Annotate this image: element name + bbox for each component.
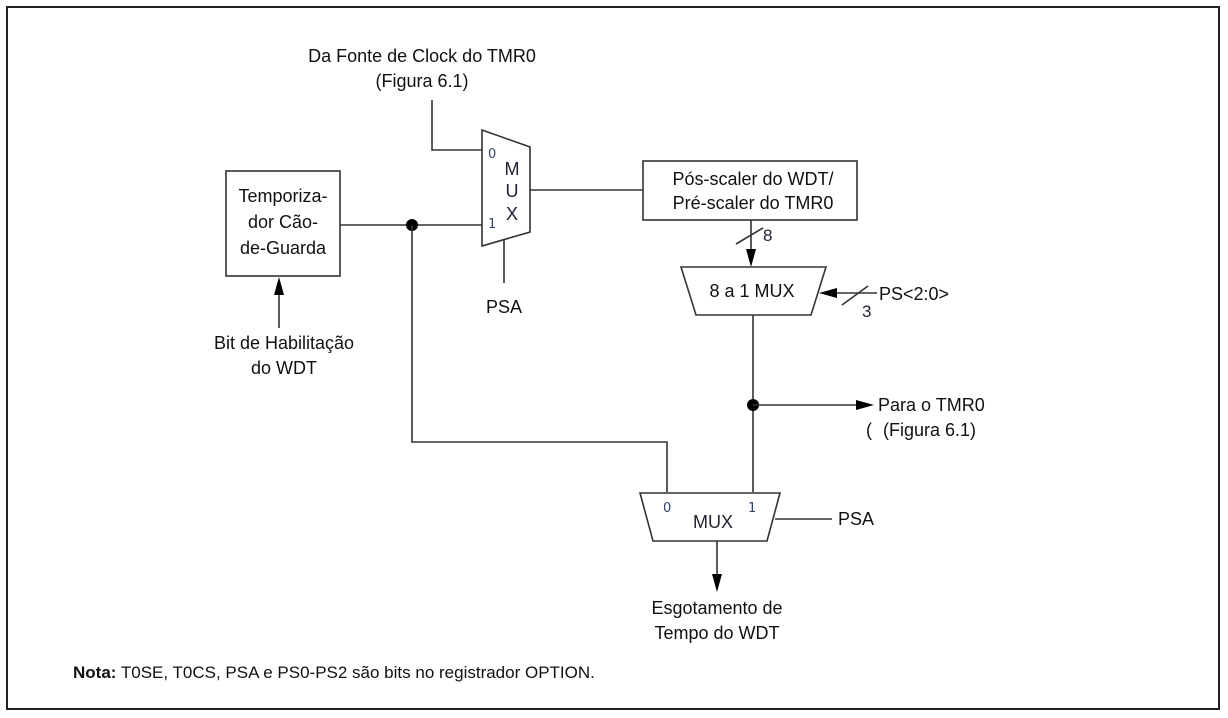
mux-top-letter-x: X [506,204,518,224]
wdt-enable-label-line2: do WDT [251,358,317,378]
to-tmr0-label-line2: (Figura 6.1) [883,420,976,440]
figure-frame [6,6,1220,710]
mux-bottom-label: MUX [693,512,733,532]
mux-top-pin0: 0 [488,147,496,162]
mux-bottom-pin0: 0 [663,501,671,516]
arrow-right-icon [856,400,874,410]
mux-top-letter-u: U [506,181,519,201]
ps-select-label: PS<2:0> [879,284,949,304]
wdt-timer-block [225,170,341,277]
mux-8to1-label: 8 a 1 MUX [709,281,794,301]
prescaler-label-line1: Pós-scaler do WDT/ [672,169,833,189]
footnote-text: T0SE, T0CS, PSA e PS0-PS2 são bits no re… [116,663,594,682]
mux-top [481,128,531,248]
footnote-bold: Nota: [73,663,116,682]
clock-source-label-line1: Da Fonte de Clock do TMR0 [308,46,536,66]
to-tmr0-label-line1: Para o TMR0 [878,395,985,415]
mux-top-letter-m: M [505,159,520,179]
arrow-down-icon [746,249,756,267]
wdt-timer-label-line1: Temporiza- [238,186,327,206]
clock-source-label-line2: (Figura 6.1) [375,71,468,91]
prescaler-label-line2: Pré-scaler do TMR0 [673,193,834,213]
arrow-left-icon [819,288,837,298]
bus-slash-3 [841,285,869,306]
wdt-timer-label-line2: dor Cão- [248,212,318,232]
wdt-timer-label-line3: de-Guarda [240,238,327,258]
arrow-up-icon [274,277,284,295]
mux-8to1 [679,266,828,316]
arrow-down-output-icon [712,574,722,592]
mux-top-select-label: PSA [486,297,522,317]
mux-bottom-pin1: 1 [748,501,756,516]
output-label-line2: Tempo do WDT [654,623,779,643]
to-tmr0-stray-mark: ( [866,420,872,440]
wdt-enable-label-line1: Bit de Habilitação [214,333,354,353]
bus-slash-8 [735,227,764,245]
wire-wdt-to-mux-bottom0 [411,225,668,492]
wire-clock-to-mux0 [431,100,482,151]
footnote: Nota: T0SE, T0CS, PSA e PS0-PS2 são bits… [73,663,595,682]
mux-bottom [638,492,782,542]
output-label-line1: Esgotamento de [651,598,782,618]
prescaler-block [642,160,858,221]
mux-bottom-select-label: PSA [838,509,874,529]
bus-width-3: 3 [862,302,871,321]
mux-top-pin1: 1 [488,217,496,232]
bus-width-8: 8 [763,226,772,245]
